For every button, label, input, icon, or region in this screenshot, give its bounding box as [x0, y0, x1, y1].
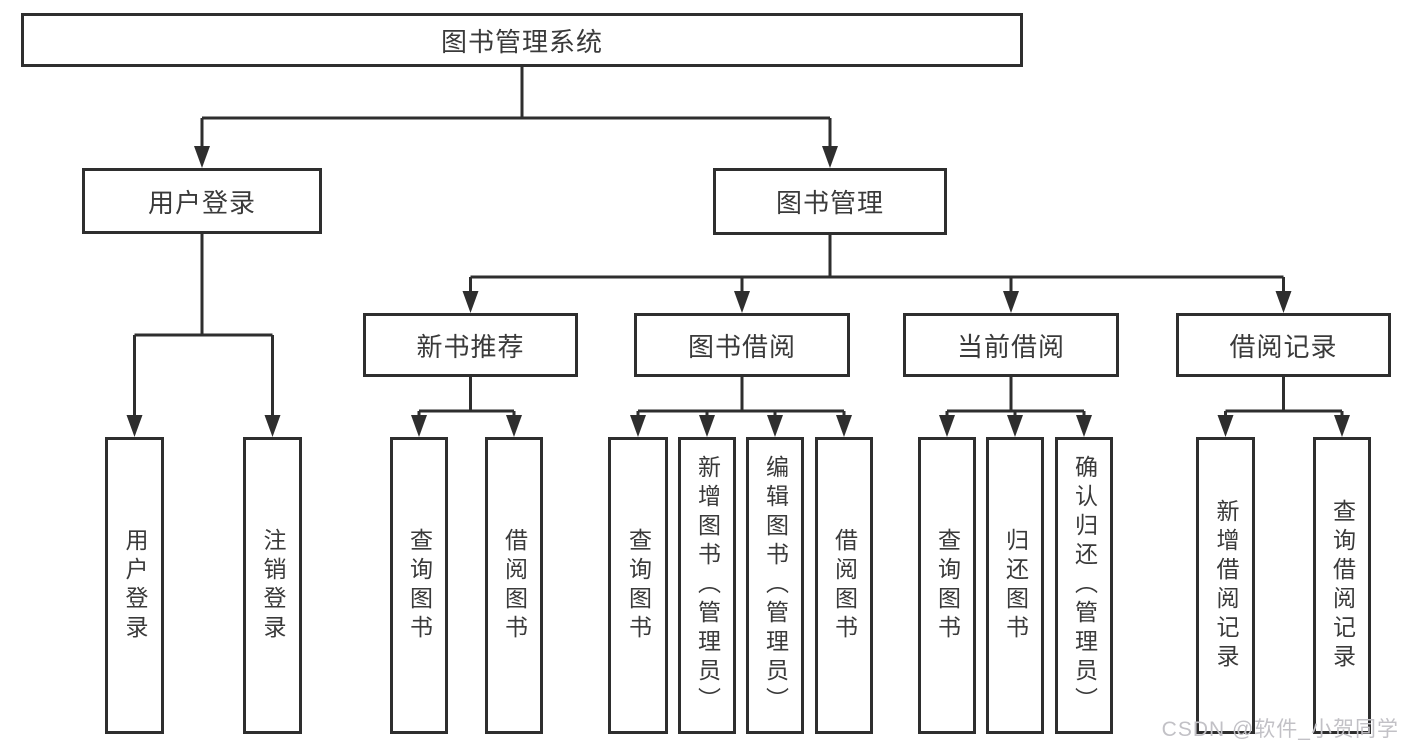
- leaf-return-book-label: 归还图书: [1002, 527, 1029, 644]
- node-book-borrow: 图书借阅: [634, 313, 850, 377]
- leaf-edit-book-admin: 编辑图书（管理员）: [746, 437, 804, 734]
- connector-newbook-to-leaves: [417, 377, 516, 417]
- leaf-borrow-books-recommend-label: 借阅图书: [501, 527, 528, 644]
- leaf-query-books-borrow-label: 查询图书: [625, 527, 652, 644]
- node-borrow-records: 借阅记录: [1176, 313, 1391, 377]
- leaf-borrow-books-recommend: 借阅图书: [485, 437, 543, 734]
- node-current-borrow-label: 当前借阅: [956, 331, 1065, 362]
- arrowheads-leaves: [126, 415, 1350, 437]
- leaf-edit-book-admin-label: 编辑图书（管理员）: [762, 455, 789, 716]
- node-new-book-recommend-label: 新书推荐: [416, 331, 525, 362]
- leaf-logout-label: 注销登录: [260, 527, 286, 644]
- arrowheads-level3: [462, 291, 1292, 313]
- node-new-book-recommend: 新书推荐: [363, 313, 578, 377]
- connector-root-to-level2: [200, 67, 832, 150]
- node-book-management-label: 图书管理: [775, 188, 884, 218]
- leaf-borrow-books-borrow-label: 借阅图书: [831, 527, 858, 644]
- node-current-borrow: 当前借阅: [903, 313, 1119, 377]
- leaf-confirm-return-admin-label: 确认归还（管理员）: [1071, 455, 1098, 716]
- node-book-borrow-label: 图书借阅: [687, 331, 796, 362]
- node-user-login: 用户登录: [82, 168, 322, 234]
- leaf-add-book-admin: 新增图书（管理员）: [678, 437, 736, 734]
- leaf-confirm-return-admin: 确认归还（管理员）: [1055, 437, 1113, 734]
- leaf-add-book-admin-label: 新增图书（管理员）: [694, 455, 721, 716]
- leaf-query-books-recommend-label: 查询图书: [406, 527, 433, 644]
- leaf-add-borrow-record-label: 新增借阅记录: [1213, 498, 1239, 673]
- leaf-add-borrow-record: 新增借阅记录: [1196, 437, 1255, 734]
- leaf-query-borrow-record: 查询借阅记录: [1313, 437, 1371, 734]
- node-user-login-label: 用户登录: [147, 187, 256, 218]
- arrowheads-level2: [194, 146, 838, 168]
- connector-currentborrow-to-leaves: [945, 377, 1086, 417]
- connector-borrowrecords-to-leaves: [1224, 377, 1344, 417]
- node-root-label: 图书管理系统: [440, 26, 603, 57]
- node-borrow-records-label: 借阅记录: [1229, 331, 1338, 362]
- connector-bookmgmt-to-level3: [469, 235, 1285, 293]
- connector-bookborrow-to-leaves: [636, 377, 846, 417]
- leaf-query-books-borrow: 查询图书: [608, 437, 668, 734]
- leaf-logout: 注销登录: [243, 437, 302, 734]
- leaf-return-book: 归还图书: [986, 437, 1044, 734]
- leaf-query-books-current: 查询图书: [918, 437, 976, 734]
- csdn-watermark: CSDN @软件_小贺同学: [1161, 718, 1399, 741]
- connector-userlogin-to-leaves: [133, 234, 274, 417]
- node-book-management: 图书管理: [713, 168, 947, 235]
- leaf-query-borrow-record-label: 查询借阅记录: [1329, 498, 1356, 673]
- node-root: 图书管理系统: [21, 13, 1023, 67]
- leaf-query-books-current-label: 查询图书: [934, 527, 961, 644]
- leaf-user-login: 用户登录: [105, 437, 164, 734]
- leaf-query-books-recommend: 查询图书: [390, 437, 448, 734]
- leaf-borrow-books-borrow: 借阅图书: [815, 437, 873, 734]
- leaf-user-login-label: 用户登录: [122, 527, 148, 644]
